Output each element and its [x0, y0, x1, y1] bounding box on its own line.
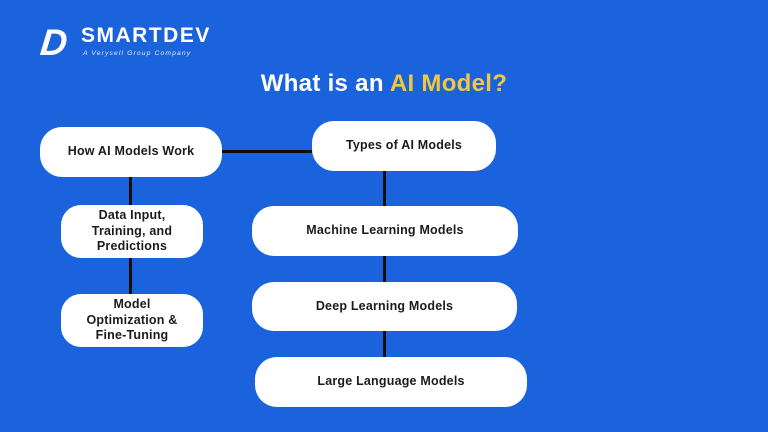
- node-model-optimization-fine-tuning: Model Optimization & Fine-Tuning: [61, 294, 203, 347]
- node-machine-learning-models: Machine Learning Models: [252, 206, 518, 256]
- smartdev-logo: D SMARTDEV A Verysell Group Company: [33, 21, 211, 63]
- logo-tagline: A Verysell Group Company: [83, 50, 192, 57]
- node-how-ai-models-work: How AI Models Work: [40, 127, 222, 177]
- page-title-prefix: What is an: [260, 70, 390, 97]
- connector-how-to-datainput: [129, 177, 132, 206]
- page-title-highlight: AI Model?: [389, 70, 508, 97]
- smartdev-d-icon: D: [38, 21, 70, 63]
- connector-dl-to-llm: [383, 330, 386, 358]
- node-data-input-training-predictions: Data Input, Training, and Predictions: [61, 205, 203, 258]
- logo-name: SMARTDEV: [81, 24, 211, 47]
- connector-types-to-ml: [383, 170, 386, 207]
- page-title: What is an AI Model?: [0, 70, 768, 98]
- node-large-language-models: Large Language Models: [255, 357, 527, 407]
- connector-datainput-to-optimization: [129, 257, 132, 295]
- node-types-of-ai-models: Types of AI Models: [312, 121, 496, 171]
- connector-how-to-types: [222, 150, 312, 153]
- node-deep-learning-models: Deep Learning Models: [252, 282, 517, 331]
- logo-text: SMARTDEV A Verysell Group Company: [81, 25, 211, 57]
- connector-ml-to-dl: [383, 255, 386, 283]
